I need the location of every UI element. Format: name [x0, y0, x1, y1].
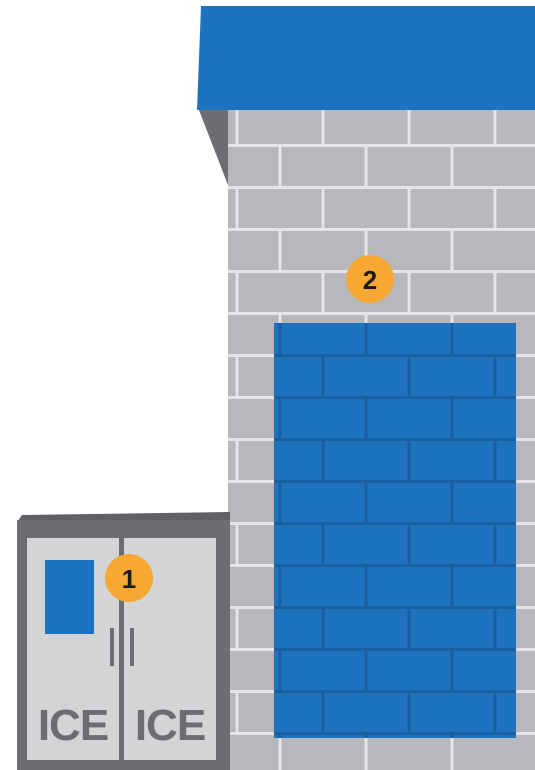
marker-1[interactable]: 1	[105, 554, 153, 602]
marker-2[interactable]: 2	[346, 255, 394, 303]
freezer-top	[18, 512, 230, 521]
roof	[197, 6, 535, 110]
highlight-area	[274, 323, 516, 738]
door-handle-left	[110, 628, 114, 666]
ice-label-left: ICE	[38, 701, 108, 750]
marker-2-number: 2	[363, 265, 377, 295]
freezer-blue-panel	[45, 560, 94, 634]
ice-label-right: ICE	[135, 701, 205, 750]
marker-1-number: 1	[122, 564, 136, 594]
door-handle-right	[130, 628, 134, 666]
wall-side-shadow	[197, 105, 228, 185]
building	[197, 6, 535, 770]
ice-freezer: ICE ICE	[17, 512, 230, 770]
